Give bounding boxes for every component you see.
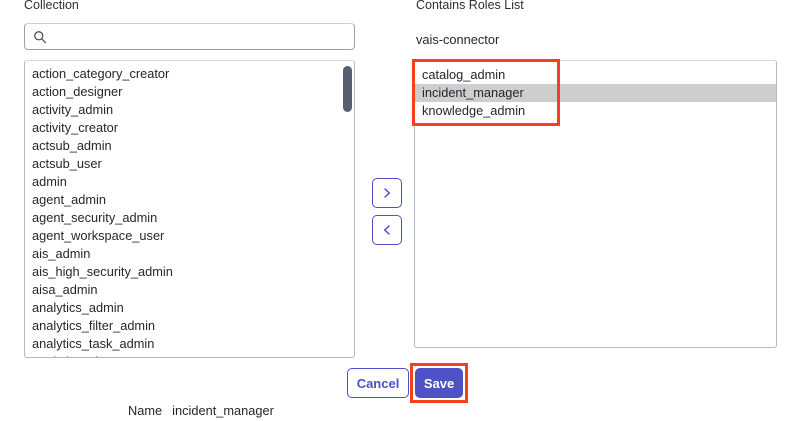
list-item[interactable]: analytics_filter_admin [32, 318, 156, 333]
list-item[interactable]: action_category_creator [32, 66, 170, 81]
list-item[interactable]: activity_admin [32, 102, 114, 117]
list-item[interactable]: knowledge_admin [422, 103, 526, 118]
cancel-button[interactable]: Cancel [347, 368, 409, 398]
contains-roles-list-label: Contains Roles List [416, 0, 524, 12]
list-item[interactable]: admin [32, 174, 67, 189]
connector-name: vais-connector [416, 32, 500, 47]
collection-label: Collection [24, 0, 79, 12]
name-value: incident_manager [172, 403, 274, 418]
list-item[interactable]: actsub_admin [32, 138, 112, 153]
scrollbar-thumb[interactable] [343, 66, 352, 112]
list-item[interactable]: analytics_viewer [25, 353, 354, 357]
name-label: Name [128, 403, 163, 418]
list-item[interactable]: ais_admin [32, 246, 91, 261]
list-item[interactable]: agent_security_admin [32, 210, 158, 225]
search-icon [25, 30, 47, 44]
search-input[interactable] [47, 24, 354, 49]
list-item[interactable]: agent_workspace_user [32, 228, 165, 243]
name-row: Name incident_manager [128, 403, 274, 419]
list-item[interactable]: activity_creator [32, 120, 119, 135]
list-item[interactable]: agent_admin [32, 192, 106, 207]
add-role-button[interactable] [372, 178, 402, 208]
list-item[interactable]: analytics_admin [32, 300, 124, 315]
list-item[interactable]: catalog_admin [422, 67, 506, 82]
list-item[interactable]: ais_high_security_admin [32, 264, 173, 279]
remove-role-button[interactable] [372, 215, 402, 245]
collection-list-scrollbar[interactable] [343, 64, 352, 354]
list-item[interactable]: aisa_admin [32, 282, 98, 297]
roles-listbox[interactable]: catalog_admin incident_manager knowledge… [414, 60, 777, 348]
list-item[interactable]: action_designer [32, 84, 123, 99]
list-item[interactable]: analytics_task_admin [32, 336, 155, 351]
collection-list[interactable]: action_category_creator action_designer … [25, 61, 354, 357]
list-item[interactable]: incident_manager [415, 84, 776, 102]
collection-listbox[interactable]: action_category_creator action_designer … [24, 60, 355, 358]
list-item[interactable]: actsub_user [32, 156, 102, 171]
search-field[interactable] [24, 23, 355, 50]
chevron-right-icon [381, 187, 393, 199]
save-button[interactable]: Save [415, 368, 463, 398]
roles-list[interactable]: catalog_admin incident_manager knowledge… [415, 61, 776, 347]
chevron-left-icon [381, 224, 393, 236]
